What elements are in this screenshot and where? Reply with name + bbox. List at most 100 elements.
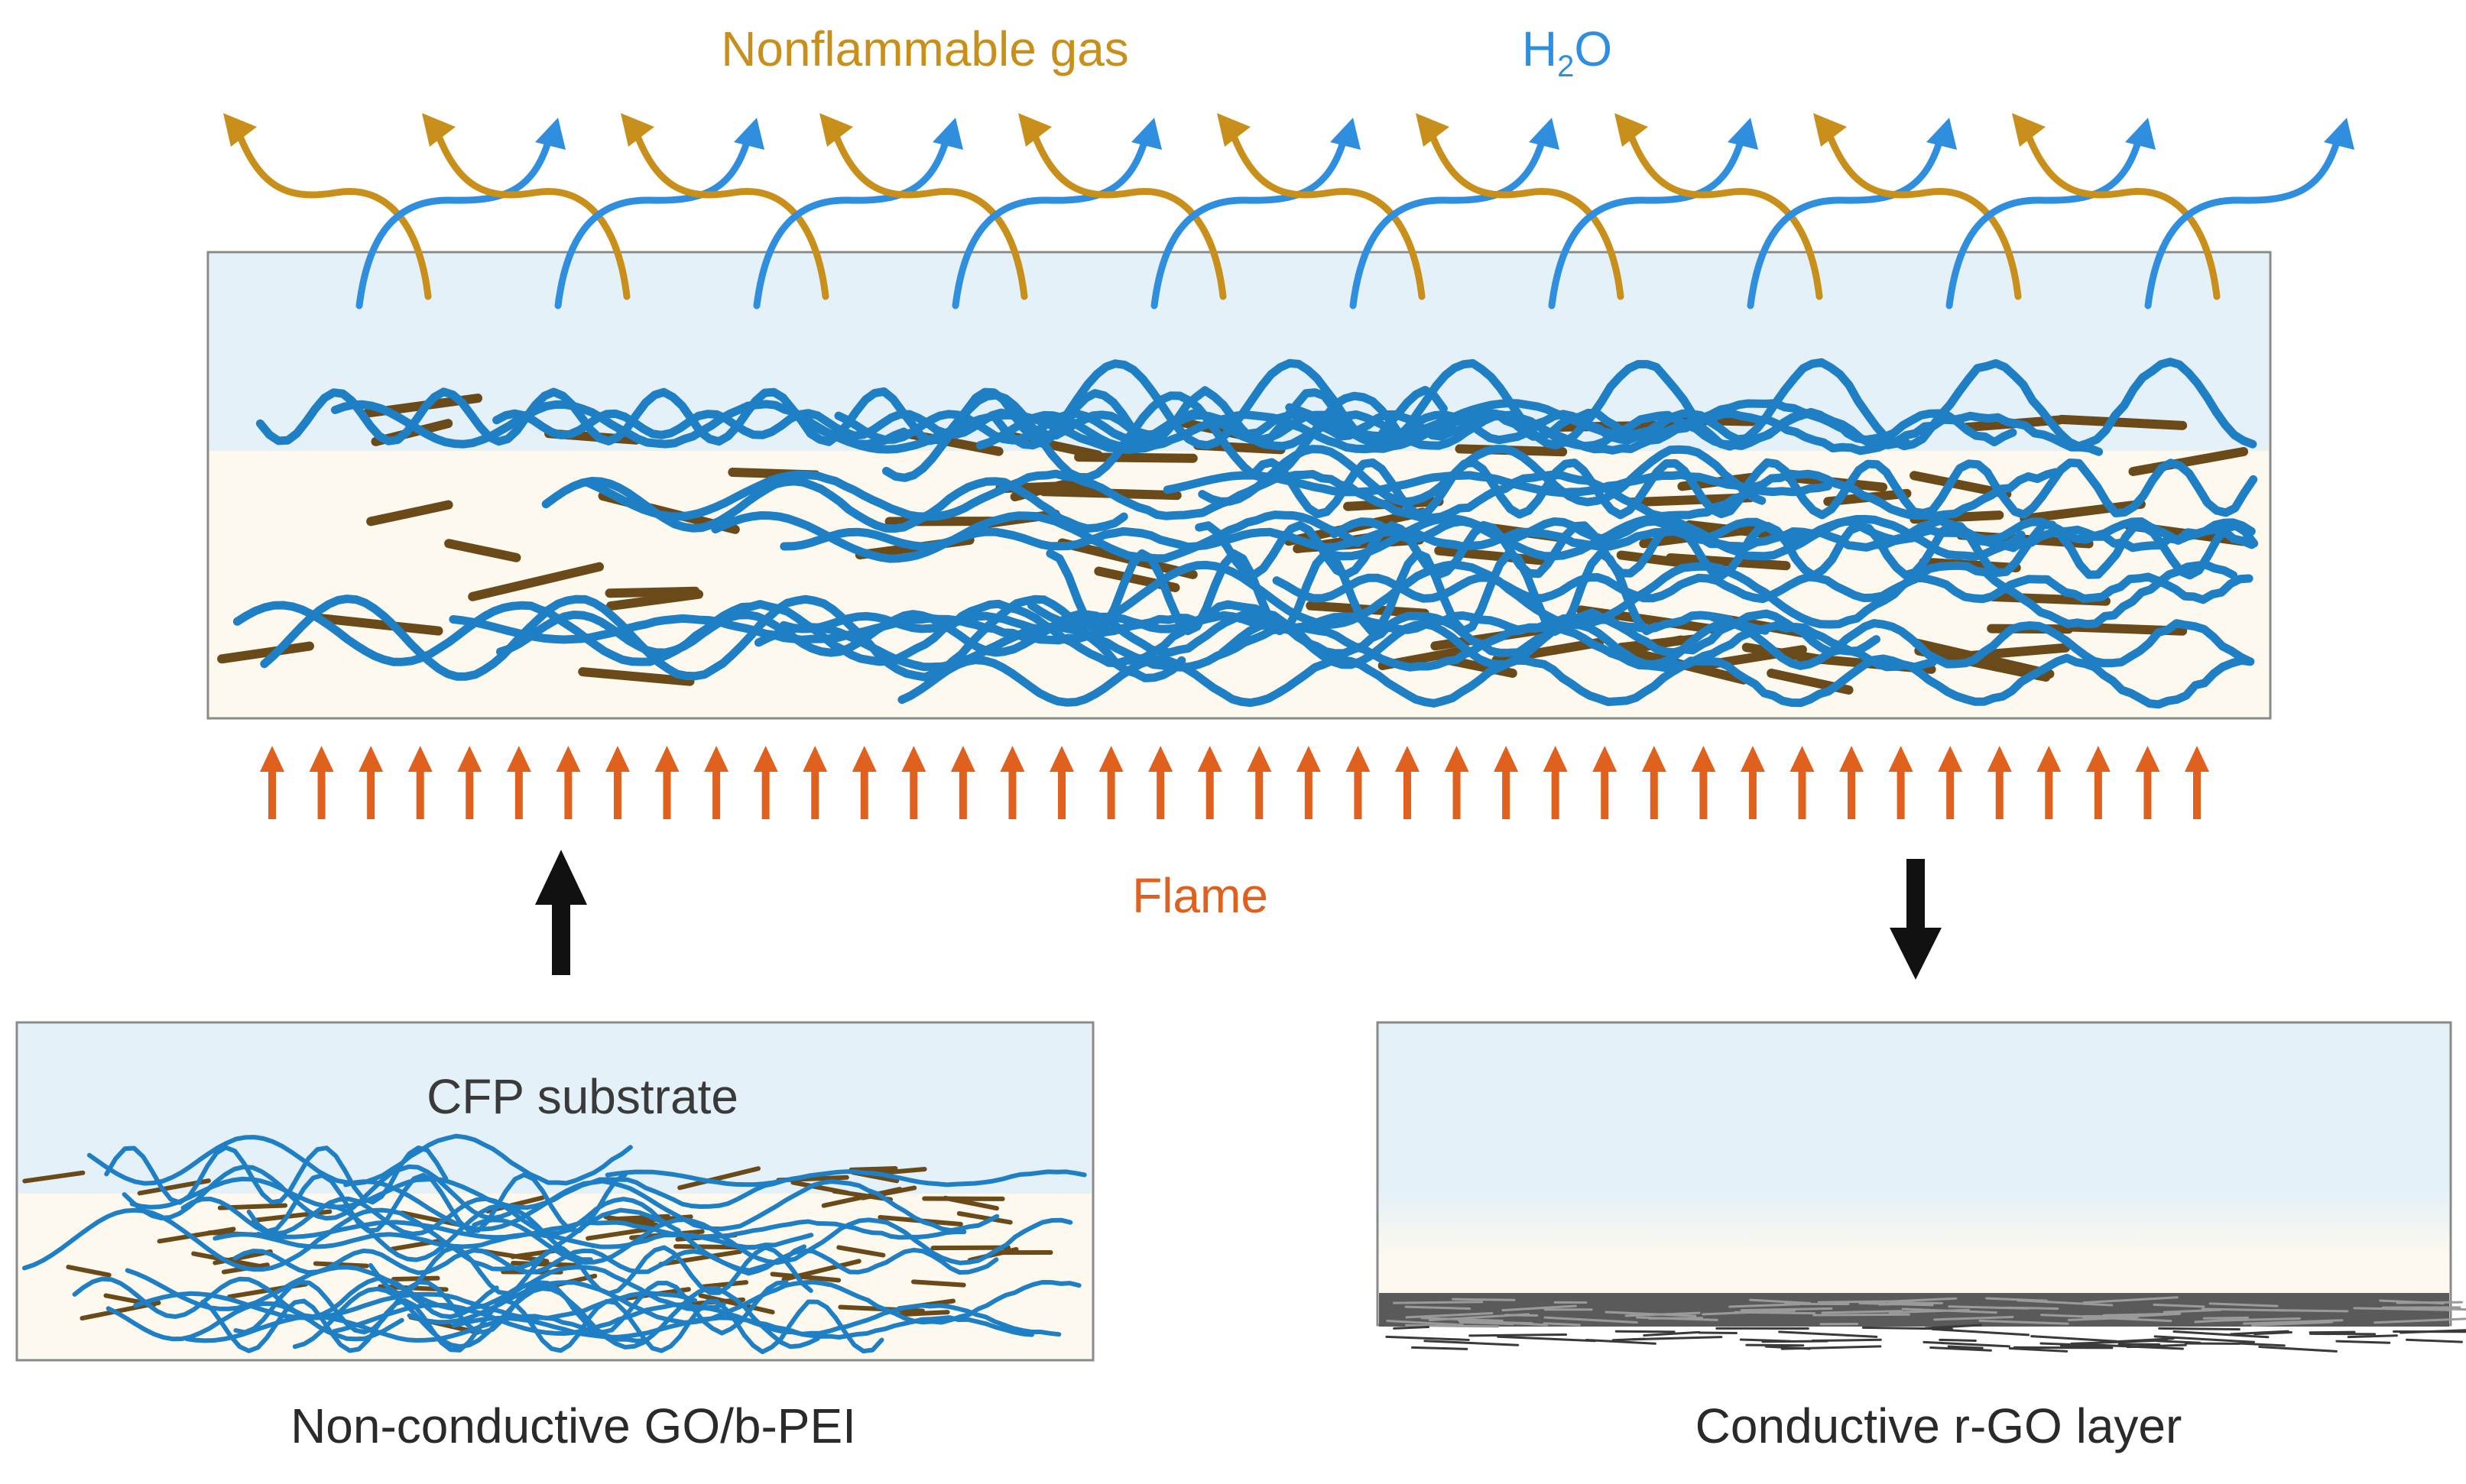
rgo-flake: [2347, 1334, 2398, 1339]
rgo-flake: [2082, 1296, 2179, 1304]
rgo-flake: [2399, 1329, 2466, 1334]
rgo-flake: [2013, 1346, 2114, 1350]
flame-arrow-head: [506, 746, 531, 772]
rgo-flake: [1812, 1313, 1910, 1317]
h2o-arrow: [1945, 131, 2144, 309]
pei-rod: [66, 1265, 112, 1278]
flame-arrow-shaft: [1748, 769, 1757, 819]
flame-arrow-head: [1345, 746, 1371, 772]
rgo-flake: [2153, 1335, 2255, 1343]
h2o-arrow: [952, 131, 1150, 309]
gas-arrow: [1426, 125, 1624, 300]
go-sheet: [780, 525, 2257, 552]
go-sheet: [605, 1169, 1087, 1188]
gas-arrow: [1028, 125, 1227, 300]
flame-arrow-head: [852, 746, 877, 772]
gas-arrowhead: [1813, 113, 1847, 147]
pei-rod: [910, 1279, 966, 1288]
rgo-flake: [2039, 1342, 2114, 1348]
go-sheet: [200, 1298, 884, 1355]
flame-arrow-head: [2085, 746, 2111, 772]
flame-arrow-head: [704, 746, 729, 772]
gas-arrowhead: [1217, 113, 1251, 147]
rgo-flake: [2253, 1330, 2292, 1336]
go-sheet: [232, 599, 1315, 668]
flame-arrow-head: [2185, 746, 2209, 772]
rgo-flake: [1702, 1309, 1796, 1316]
go-sheet: [368, 1245, 813, 1296]
rgo-flake: [2201, 1307, 2289, 1312]
flame-arrow-shaft: [1403, 769, 1411, 819]
flame-arrow-shaft: [860, 769, 868, 819]
go-sheet: [975, 410, 1911, 451]
pei-rod: [605, 589, 704, 611]
h2o-arrowhead: [933, 118, 963, 150]
flame-arrow-shaft: [811, 769, 819, 819]
go-sheet: [1218, 619, 2254, 670]
rgo-flake: [1821, 1310, 1903, 1314]
rgo-flake: [2202, 1316, 2249, 1320]
gas-arrow: [1227, 125, 1426, 300]
rgo-flake: [2335, 1340, 2391, 1344]
flame-arrow-head: [1444, 746, 1469, 772]
rgo-flake: [1858, 1301, 1934, 1307]
rgo-flake: [1457, 1319, 1549, 1327]
nonflammable-gas-label: Nonflammable gas: [721, 21, 1129, 76]
flame-arrow-shaft: [564, 769, 573, 819]
pei-rod: [511, 1260, 582, 1268]
flame-arrow-shaft: [1205, 769, 1214, 819]
flame-arrow-head: [1197, 746, 1222, 772]
rgo-flake: [1393, 1301, 1484, 1304]
flame-arrow-head: [1000, 746, 1025, 772]
flame-arrow-head: [1592, 746, 1618, 772]
rgo-flake: [1501, 1304, 1578, 1312]
pei-rod: [1576, 605, 1719, 634]
flame-arrow-shaft: [2094, 769, 2102, 819]
flame-arrow-shaft: [416, 769, 424, 819]
flame-arrow-head: [1641, 746, 1666, 772]
flame-arrow-shaft: [1502, 769, 1510, 819]
pei-rod: [605, 586, 700, 598]
rgo-flake: [2208, 1302, 2279, 1307]
go-sheet: [897, 653, 2255, 709]
flame-arrow-head: [556, 746, 581, 772]
flame-arrow-shaft: [959, 769, 967, 819]
pei-rod: [658, 1249, 743, 1267]
gas-arrow: [1823, 125, 2022, 300]
go-sheet: [810, 409, 2104, 456]
gas-arrow: [631, 125, 829, 300]
flame-arrow-shaft: [1107, 769, 1115, 819]
rgo-flake: [2111, 1337, 2175, 1343]
flame-arrow-shaft: [1995, 769, 2004, 819]
flame-arrow-head: [654, 746, 680, 772]
flame-arrow-shaft: [317, 769, 326, 819]
flame-arrow-shaft: [1601, 769, 1609, 819]
small-go-pei-network: [22, 1133, 1087, 1355]
rgo-flake: [1404, 1305, 1471, 1311]
flame-arrow-head: [1098, 746, 1124, 772]
flame-arrow-shaft: [367, 769, 375, 819]
pei-rod: [699, 1280, 749, 1289]
rgo-flake: [1631, 1336, 1723, 1341]
flame-arrow-shaft: [1452, 769, 1461, 819]
flame-arrow-head: [2036, 746, 2062, 772]
pei-rod: [1343, 497, 1444, 511]
rgo-flake: [2217, 1317, 2301, 1322]
rgo-flake: [1749, 1298, 1812, 1304]
pei-rod: [1434, 546, 1547, 565]
flame-arrow-head: [1494, 746, 1519, 772]
gas-arrow: [233, 125, 432, 300]
rgo-flake: [1948, 1305, 2030, 1310]
flame-arrow-shaft: [1699, 769, 1708, 819]
rgo-flake: [1985, 1297, 2048, 1302]
gas-arrowhead: [422, 113, 456, 147]
rgo-flake: [2258, 1346, 2338, 1353]
flame-arrow-shaft: [1008, 769, 1017, 819]
flame-arrow-head: [309, 746, 334, 772]
down-arrow-icon: [1890, 859, 1942, 980]
go-sheet: [330, 400, 908, 449]
flame-arrow-shaft: [712, 769, 721, 819]
rgo-flake: [2043, 1301, 2114, 1307]
gas-arrowhead: [819, 113, 853, 147]
